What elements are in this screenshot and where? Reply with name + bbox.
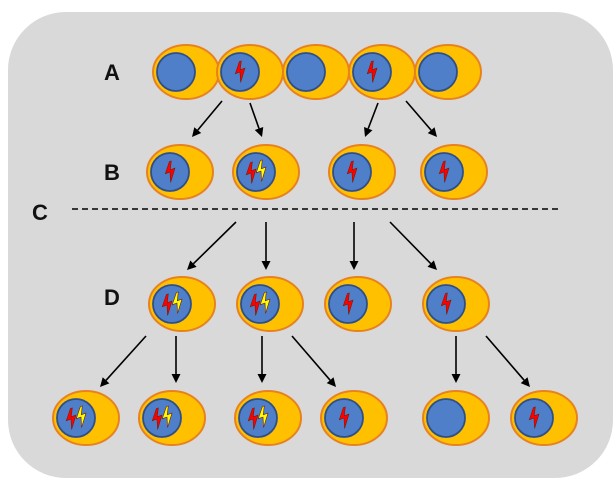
label-b: B [104,160,120,185]
cell-row-e-4 [320,390,388,446]
cells-group [52,44,578,446]
red-mutation-bolt [65,407,77,430]
nucleus [156,52,196,92]
cell-row-e-6 [510,390,578,446]
cell-row-a-5 [414,44,482,100]
label-a: A [104,60,120,85]
nucleus [240,284,280,324]
red-mutation-bolt [161,293,173,316]
arrow-d-to-e-5 [451,336,461,383]
red-mutation-bolt [346,160,358,183]
red-mutation-bolt [151,407,163,430]
nucleus [286,52,326,92]
red-mutation-bolt [440,292,452,315]
nucleus [426,398,466,438]
cell-row-b-3 [328,144,396,200]
cell-row-d-3 [324,276,392,332]
arrow-d-to-e-2 [171,336,181,383]
nucleus [418,52,458,92]
label-d: D [104,285,120,310]
yellow-mutation-bolt [161,405,173,428]
nucleus [238,398,278,438]
red-mutation-bolt [245,161,257,184]
cell-row-b-1 [146,144,214,200]
cell-row-a-3 [282,44,350,100]
cell-row-d-2 [236,276,304,332]
arrow-d-to-e-1 [100,335,147,387]
arrow-c-to-d-3 [349,222,359,270]
cell-row-a-2 [216,44,284,100]
red-mutation-bolt [249,293,261,316]
arrow-d-to-e-4 [291,335,336,387]
red-mutation-bolt [164,160,176,183]
cell-row-e-3 [234,390,302,446]
yellow-mutation-bolt [259,291,271,314]
arrow-a-to-b-2 [249,102,264,137]
cell-row-e-1 [52,390,120,446]
nucleus [236,152,276,192]
cell-row-a-1 [152,44,220,100]
arrows-group [100,100,530,387]
background-panel [8,12,613,478]
cell-row-e-2 [138,390,206,446]
arrow-c-to-d-4 [389,221,437,270]
arrow-a-to-b-1 [192,100,223,137]
arrow-c-to-d-2 [261,222,271,270]
cell-row-a-4 [348,44,416,100]
yellow-mutation-bolt [257,405,269,428]
yellow-mutation-bolt [171,291,183,314]
yellow-mutation-bolt [75,405,87,428]
red-mutation-bolt [342,292,354,315]
cell-row-b-4 [420,144,488,200]
cell-row-b-2 [232,144,300,200]
red-mutation-bolt [366,60,378,83]
arrow-a-to-b-3 [364,102,379,137]
red-mutation-bolt [528,406,540,429]
nucleus [142,398,182,438]
red-mutation-bolt [247,407,259,430]
red-mutation-bolt [234,60,246,83]
nucleus [56,398,96,438]
yellow-mutation-bolt [255,159,267,182]
nucleus [152,284,192,324]
arrow-a-to-b-4 [405,100,437,137]
red-mutation-bolt [438,160,450,183]
arrow-c-to-d-1 [187,221,237,270]
arrow-d-to-e-3 [257,336,267,383]
label-c: C [32,200,48,225]
arrow-d-to-e-6 [485,335,530,387]
red-mutation-bolt [338,406,350,429]
cell-row-d-1 [148,276,216,332]
cell-row-e-5 [422,390,490,446]
cell-row-d-4 [422,276,490,332]
